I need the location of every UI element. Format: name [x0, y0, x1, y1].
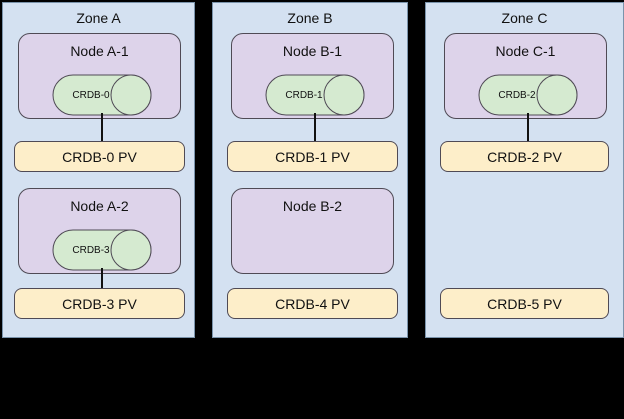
pod-crdb-3-label: CRDB-3 [72, 244, 110, 256]
pv-crdb-5-label: CRDB-5 PV [487, 295, 562, 312]
pv-crdb-2[interactable]: CRDB-2 PV [440, 141, 609, 172]
node-b-1-title: Node B-1 [282, 43, 343, 59]
zone-b[interactable]: Zone B Node B-1 CRDB-1 CRDB-1 PV Node B-… [212, 2, 408, 338]
pod-crdb-2[interactable]: CRDB-2 [478, 74, 578, 116]
node-c-1[interactable]: Node C-1 CRDB-2 [444, 33, 607, 119]
pv-crdb-4[interactable]: CRDB-4 PV [227, 288, 398, 319]
pv-crdb-5[interactable]: CRDB-5 PV [440, 288, 609, 319]
node-b-2[interactable]: Node B-2 [231, 188, 394, 274]
connector-crdb-3 [101, 268, 103, 296]
pod-crdb-1-label: CRDB-1 [285, 89, 323, 101]
pv-crdb-2-label: CRDB-2 PV [487, 148, 562, 165]
pod-crdb-0[interactable]: CRDB-0 [52, 74, 152, 116]
pv-crdb-1-label: CRDB-1 PV [275, 148, 350, 165]
connector-crdb-2 [527, 113, 529, 141]
node-a-1[interactable]: Node A-1 CRDB-0 [18, 33, 181, 119]
pod-crdb-0-label: CRDB-0 [72, 89, 110, 101]
node-b-1[interactable]: Node B-1 CRDB-1 [231, 33, 394, 119]
pod-crdb-3[interactable]: CRDB-3 [52, 229, 152, 271]
node-a-2[interactable]: Node A-2 CRDB-3 [18, 188, 181, 274]
connector-crdb-0 [101, 113, 103, 141]
pv-crdb-1[interactable]: CRDB-1 PV [227, 141, 398, 172]
zone-c[interactable]: Zone C Node C-1 CRDB-2 CRDB-2 PV CRDB-5 … [425, 2, 624, 338]
connector-crdb-1 [314, 113, 316, 141]
pv-crdb-0-label: CRDB-0 PV [62, 148, 137, 165]
node-a-2-title: Node A-2 [70, 198, 129, 214]
pv-crdb-0[interactable]: CRDB-0 PV [14, 141, 185, 172]
node-a-1-title: Node A-1 [70, 43, 129, 59]
zone-b-title: Zone B [287, 10, 333, 26]
node-c-1-title: Node C-1 [495, 43, 556, 59]
zone-a[interactable]: Zone A Node A-1 CRDB-0 CRDB-0 PV Node A-… [2, 2, 195, 338]
pv-crdb-3[interactable]: CRDB-3 PV [14, 288, 185, 319]
pv-crdb-3-label: CRDB-3 PV [62, 295, 137, 312]
pv-crdb-4-label: CRDB-4 PV [275, 295, 350, 312]
zone-c-title: Zone C [501, 10, 548, 26]
node-b-2-title: Node B-2 [282, 198, 343, 214]
zone-a-title: Zone A [76, 10, 121, 26]
pod-crdb-2-label: CRDB-2 [498, 89, 536, 101]
pod-crdb-1[interactable]: CRDB-1 [265, 74, 365, 116]
